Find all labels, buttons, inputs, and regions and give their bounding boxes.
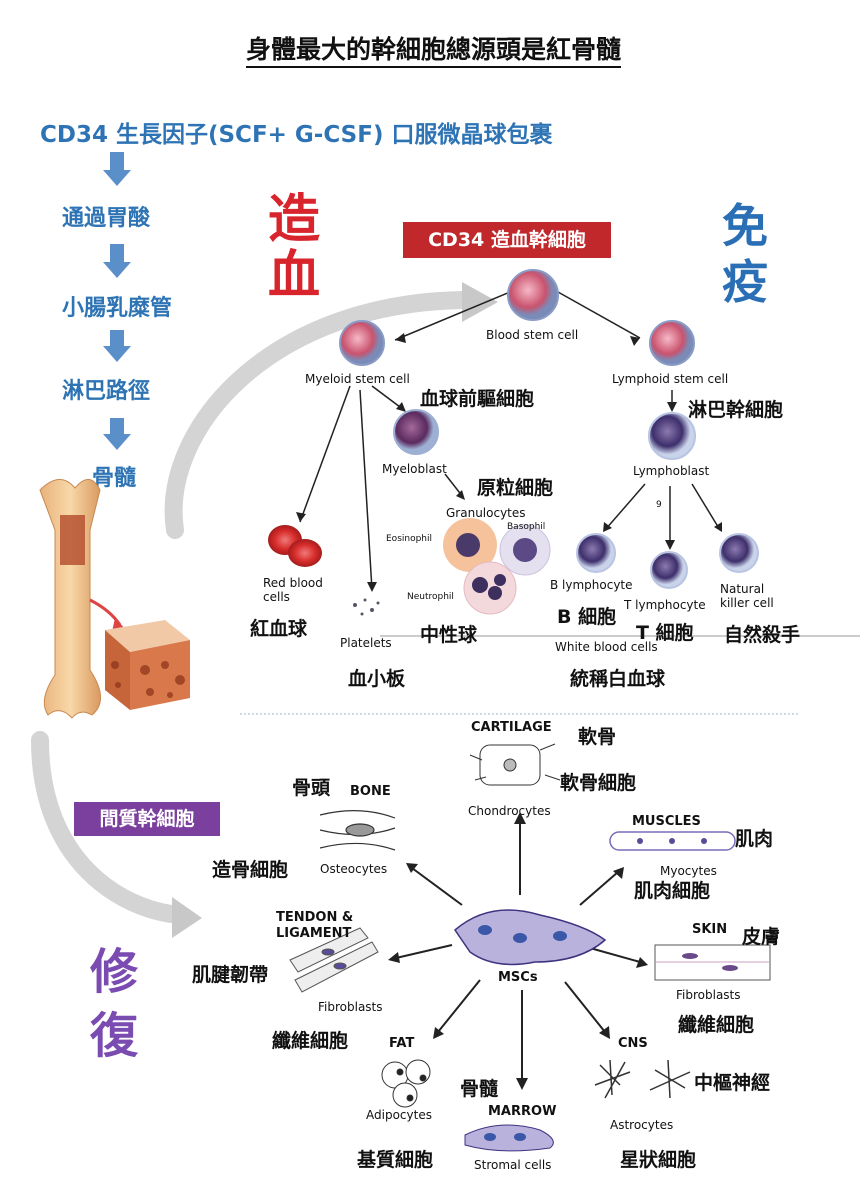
myeloblast-cell	[393, 409, 439, 455]
fibroblasts-right-label: Fibroblasts	[676, 988, 741, 1002]
side-xiufu: 修復	[90, 944, 139, 1064]
fibroblasts-left-zh: 纖維細胞	[272, 1030, 349, 1052]
myeloblast-label: Myeloblast	[382, 462, 447, 476]
muscles-label: MUSCLES	[632, 814, 701, 829]
tendon-zh: 肌腱韌帶	[192, 964, 269, 986]
myeloid-zh: 血球前驅細胞	[420, 388, 535, 410]
page-title: 身體最大的幹細胞總源頭是紅骨髓	[0, 30, 867, 68]
tendon-shape	[289, 927, 379, 993]
stromal-label: Stromal cells	[474, 1158, 552, 1172]
wbc-label: White blood cells	[555, 640, 658, 654]
msc-diagram	[289, 743, 771, 1152]
bone-illustration	[39, 479, 190, 719]
eosinophil-label: Eosinophil	[386, 534, 433, 544]
osteocytes-label: Osteocytes	[320, 862, 388, 876]
astrocytes-label: Astrocytes	[610, 1118, 674, 1132]
t-lymphocyte-cell	[650, 551, 688, 589]
down-arrow-icon	[103, 152, 131, 450]
marrow-zh: 骨髓	[460, 1078, 499, 1100]
flow-step-3: 淋巴路徑	[62, 379, 151, 404]
neutrophil-label: Neutrophil	[407, 592, 454, 602]
osteocytes-zh: 造骨細胞	[212, 859, 289, 881]
neutrophil-zh: 中性球	[420, 624, 478, 646]
basophil-label: Basophil	[507, 522, 546, 532]
msc-banner: 間質幹細胞	[74, 802, 220, 836]
rbc-zh: 紅血球	[250, 618, 308, 640]
flow-headline: CD34 生長因子(SCF+ G-CSF) 口服微晶球包裹	[40, 122, 553, 148]
skin-label: SKIN	[692, 922, 728, 937]
myeloid-stem-cell	[339, 320, 385, 366]
skin-fibroblast-shape	[654, 944, 771, 981]
hsc-banner: CD34 造血幹細胞	[403, 222, 611, 258]
osteocyte-shape	[319, 810, 396, 851]
adipocyte-shape	[381, 1059, 431, 1108]
myocytes-label: Myocytes	[660, 864, 717, 878]
cartilage-label: CARTILAGE	[471, 720, 552, 735]
blood-stem-cell	[507, 269, 559, 321]
chondrocytes-label: Chondrocytes	[468, 804, 551, 818]
skin-zh: 皮膚	[742, 926, 781, 948]
lymphoblast-cell	[648, 412, 696, 460]
wbc-zh: 統稱白血球	[570, 668, 666, 690]
bone-zh: 骨頭	[292, 777, 331, 799]
flow-step-4: 骨髓	[92, 466, 137, 491]
platelets	[353, 598, 380, 616]
cns-zh: 中樞神經	[694, 1072, 771, 1094]
spongy-bone-cube	[105, 620, 190, 710]
blood-stem-label: Blood stem cell	[486, 328, 579, 342]
flow-step-1: 通過胃酸	[62, 206, 151, 231]
marrow-label: MARROW	[488, 1104, 557, 1119]
fat-label: FAT	[389, 1036, 415, 1051]
b-lymphocyte-cell	[576, 533, 616, 573]
lymphoid-zh: 淋巴幹細胞	[688, 399, 784, 421]
red-blood-cells	[268, 525, 322, 567]
tendon-label: TENDON & LIGAMENT	[276, 910, 354, 941]
nk-zh: 自然殺手	[724, 624, 801, 646]
muscles-zh: 肌肉	[735, 828, 774, 850]
fibroblasts-left-label: Fibroblasts	[318, 1000, 383, 1014]
side-zao: 造血	[268, 190, 321, 306]
chondrocytes-zh: 軟骨細胞	[560, 772, 637, 794]
granulocytes	[443, 518, 551, 615]
granulocytes-label: Granulocytes	[446, 506, 526, 520]
side-mianyi: 免疫	[722, 199, 768, 309]
adipocytes-label: Adipocytes	[366, 1108, 432, 1122]
msc-arrows	[395, 820, 641, 1082]
adipocytes-zh: 基質細胞	[357, 1149, 434, 1171]
myeloblast-zh: 原粒細胞	[477, 477, 554, 499]
myeloid-label: Myeloid stem cell	[305, 372, 410, 386]
flow-step-2: 小腸乳糜管	[62, 296, 173, 321]
platelets-label: Platelets	[340, 636, 392, 650]
b-cell-zh: B 細胞	[557, 606, 617, 628]
fibroblasts-right-zh: 纖維細胞	[678, 1014, 755, 1036]
astrocytes-zh: 星狀細胞	[620, 1149, 697, 1171]
astrocyte-shape	[594, 1059, 691, 1099]
msc-label: MSCs	[498, 970, 538, 985]
hematopoiesis-diagram	[268, 269, 759, 616]
lymphoid-label: Lymphoid stem cell	[612, 372, 729, 386]
nk-label: Natural killer cell	[720, 582, 774, 610]
rbc-label: Red blood cells	[263, 576, 323, 604]
chondrocyte-shape	[469, 743, 561, 786]
t-cell-zh: T 細胞	[636, 622, 694, 644]
lymphoblast-label: Lymphoblast	[633, 464, 710, 478]
nk-cell	[719, 533, 759, 573]
myocyte-shape	[609, 831, 736, 851]
bone-label: BONE	[350, 784, 391, 799]
cns-label: CNS	[618, 1036, 648, 1051]
b-cell-label: B lymphocyte	[550, 578, 633, 592]
myocytes-zh: 肌肉細胞	[634, 880, 711, 902]
cartilage-zh: 軟骨	[578, 726, 617, 748]
msc-cells	[454, 909, 607, 966]
lymphoid-stem-cell	[649, 320, 695, 366]
t-cell-label: T lymphocyte	[624, 598, 706, 612]
platelets-zh: 血小板	[348, 668, 406, 690]
stromal-shape	[464, 1124, 554, 1152]
small-number: 9	[656, 500, 662, 510]
